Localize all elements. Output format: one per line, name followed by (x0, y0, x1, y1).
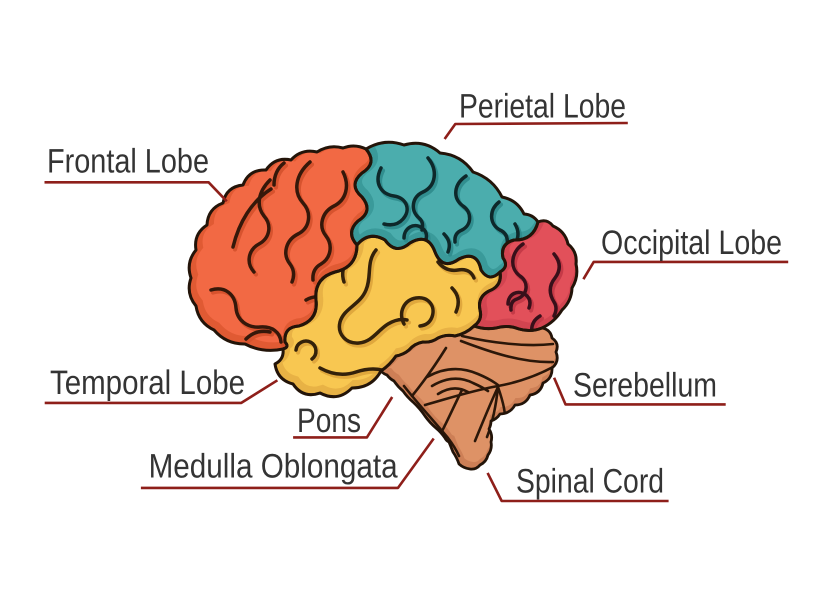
svg-text:Perietal Lobe: Perietal Lobe (459, 87, 626, 125)
svg-text:Temporal Lobe: Temporal Lobe (50, 364, 245, 402)
svg-text:Pons: Pons (297, 402, 361, 440)
svg-text:Serebellum: Serebellum (573, 367, 717, 405)
svg-text:Spinal Cord: Spinal Cord (516, 462, 664, 500)
svg-text:Occipital Lobe: Occipital Lobe (601, 224, 782, 262)
svg-text:Medulla Oblongata: Medulla Oblongata (149, 447, 398, 485)
svg-text:Frontal Lobe: Frontal Lobe (47, 142, 209, 180)
